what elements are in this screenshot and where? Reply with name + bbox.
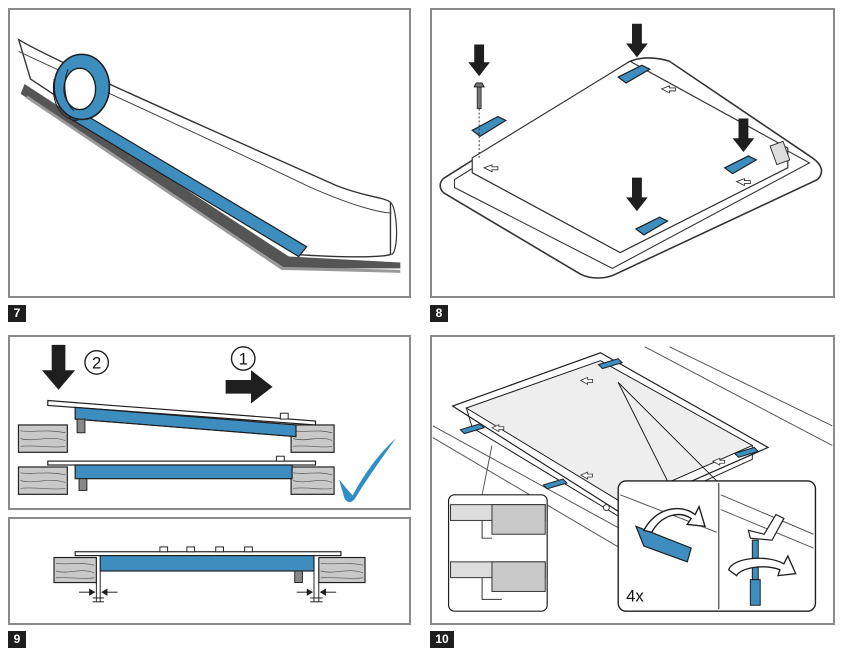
- hob-clearance-illustration: [53, 546, 366, 603]
- step-9-number: 9: [8, 631, 26, 648]
- clamp-bracket: [471, 115, 507, 137]
- worktop-section: [17, 466, 68, 495]
- clamp-bracket: [723, 155, 758, 175]
- clamp-bracket: [459, 423, 486, 435]
- step-8-number: 8: [430, 305, 448, 322]
- tape-application-illustration: [17, 38, 401, 273]
- hob-removal-illustration: 4x: [432, 346, 833, 612]
- step-7-number: 7: [8, 305, 26, 322]
- panel-step-7: [8, 8, 411, 298]
- clearance-marker: [79, 571, 337, 603]
- detail-inset-left: [447, 494, 548, 612]
- detail-inset-right: 4x: [617, 480, 817, 612]
- panel-step-9-clearance: [8, 517, 411, 625]
- rotate-arrow-icon: [642, 504, 706, 534]
- hob-insertion-illustration: 2 1: [17, 344, 396, 503]
- clamp-bracket: [542, 478, 568, 490]
- press-down-arrow: [468, 23, 755, 212]
- tape-roll: [52, 53, 111, 121]
- clamp-bracket: [617, 64, 652, 84]
- step-10-number: 10: [430, 631, 454, 648]
- panel-step-10: 4x: [430, 335, 835, 625]
- hob-seated: [47, 455, 317, 491]
- panel-step-8: [430, 8, 835, 298]
- hob-tilted: [47, 399, 317, 438]
- clamp-bracket-detail: [634, 525, 692, 563]
- check-icon: [338, 438, 396, 503]
- clamp-bracket: [597, 358, 624, 370]
- clamp-screw-detail: [747, 513, 785, 541]
- worktop-section: [318, 556, 366, 584]
- count-label-4x: 4x: [626, 586, 644, 605]
- screwdriver-turn-arrow-icon: [727, 554, 797, 577]
- panel-step-9-insert: 2 1: [8, 335, 411, 510]
- hob-body: [99, 555, 315, 572]
- screw: [473, 82, 485, 110]
- order-label-1: 1: [239, 349, 248, 368]
- clamp-fitting-illustration: [439, 23, 823, 279]
- right-arrow-step-1: [225, 370, 273, 404]
- order-label-2: 2: [92, 353, 101, 372]
- down-arrow-step-2: [41, 344, 76, 390]
- worktop-section: [53, 556, 97, 584]
- clamp-bracket: [634, 216, 669, 236]
- clamp-bracket: [733, 446, 760, 458]
